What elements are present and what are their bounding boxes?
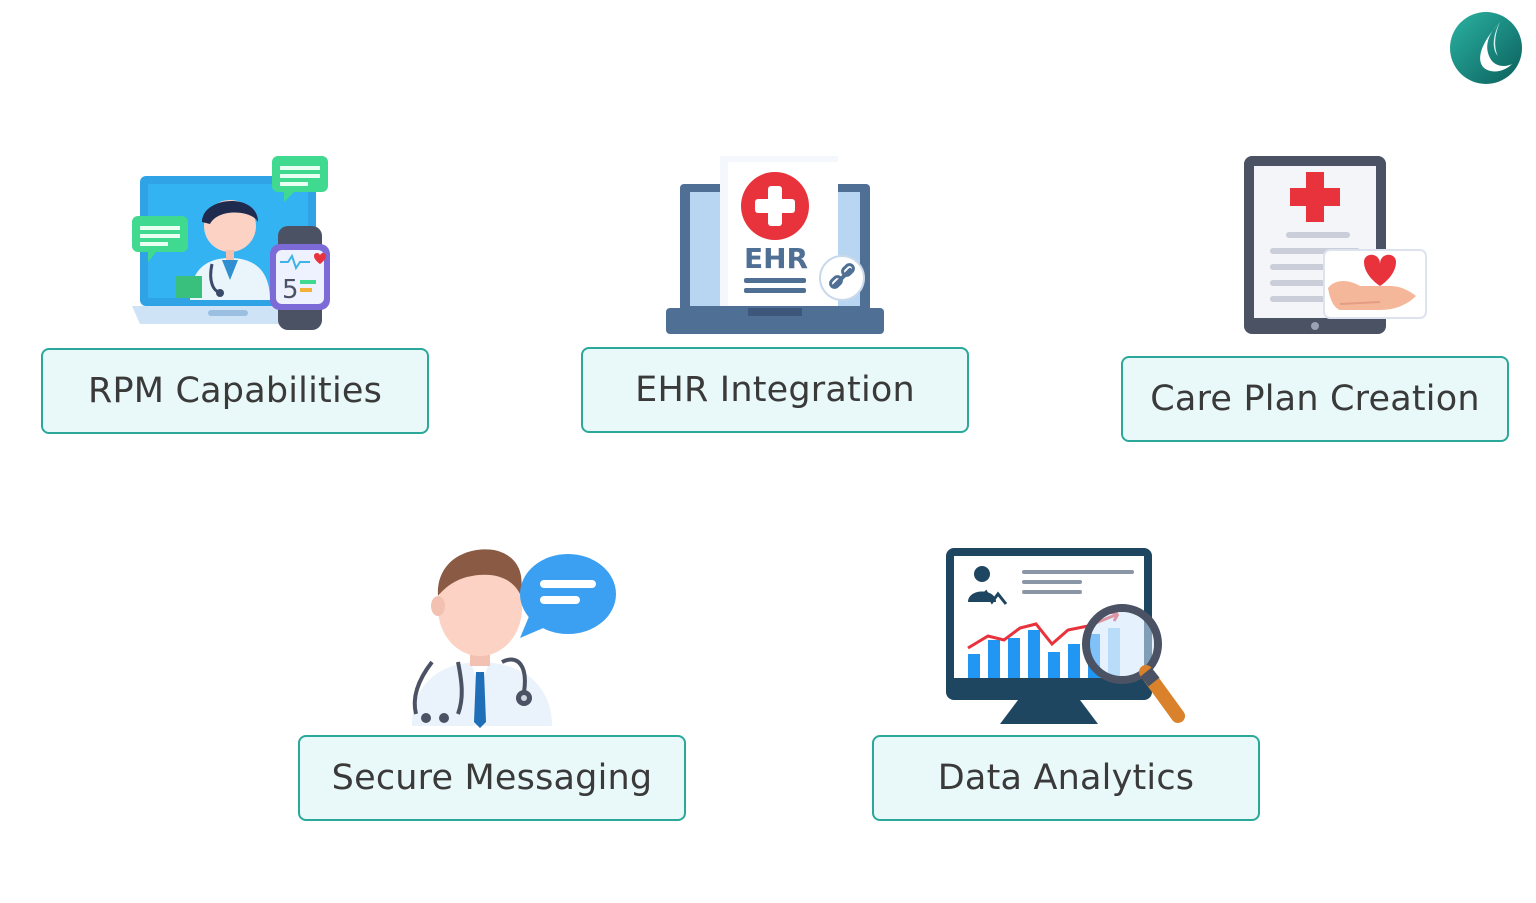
watch-reading: 5 [282,275,299,305]
rpm-capabilities-label: RPM Capabilities [41,348,429,434]
telehealth-doctor-laptop-icon: 5 [132,156,330,330]
brand-logo-icon [1450,12,1522,84]
tablet-care-plan-icon [1244,156,1427,334]
monitor-chart-magnifier-icon [946,548,1185,724]
doctor-chat-bubble-icon [412,549,616,728]
data-analytics-label: Data Analytics [872,735,1260,821]
secure-messaging-label: Secure Messaging [298,735,686,821]
ehr-integration-label: EHR Integration [581,347,969,433]
ehr-laptop-document-icon: EHR [666,156,884,334]
ehr-icon-text: EHR [744,242,808,275]
care-plan-creation-label: Care Plan Creation [1121,356,1509,442]
